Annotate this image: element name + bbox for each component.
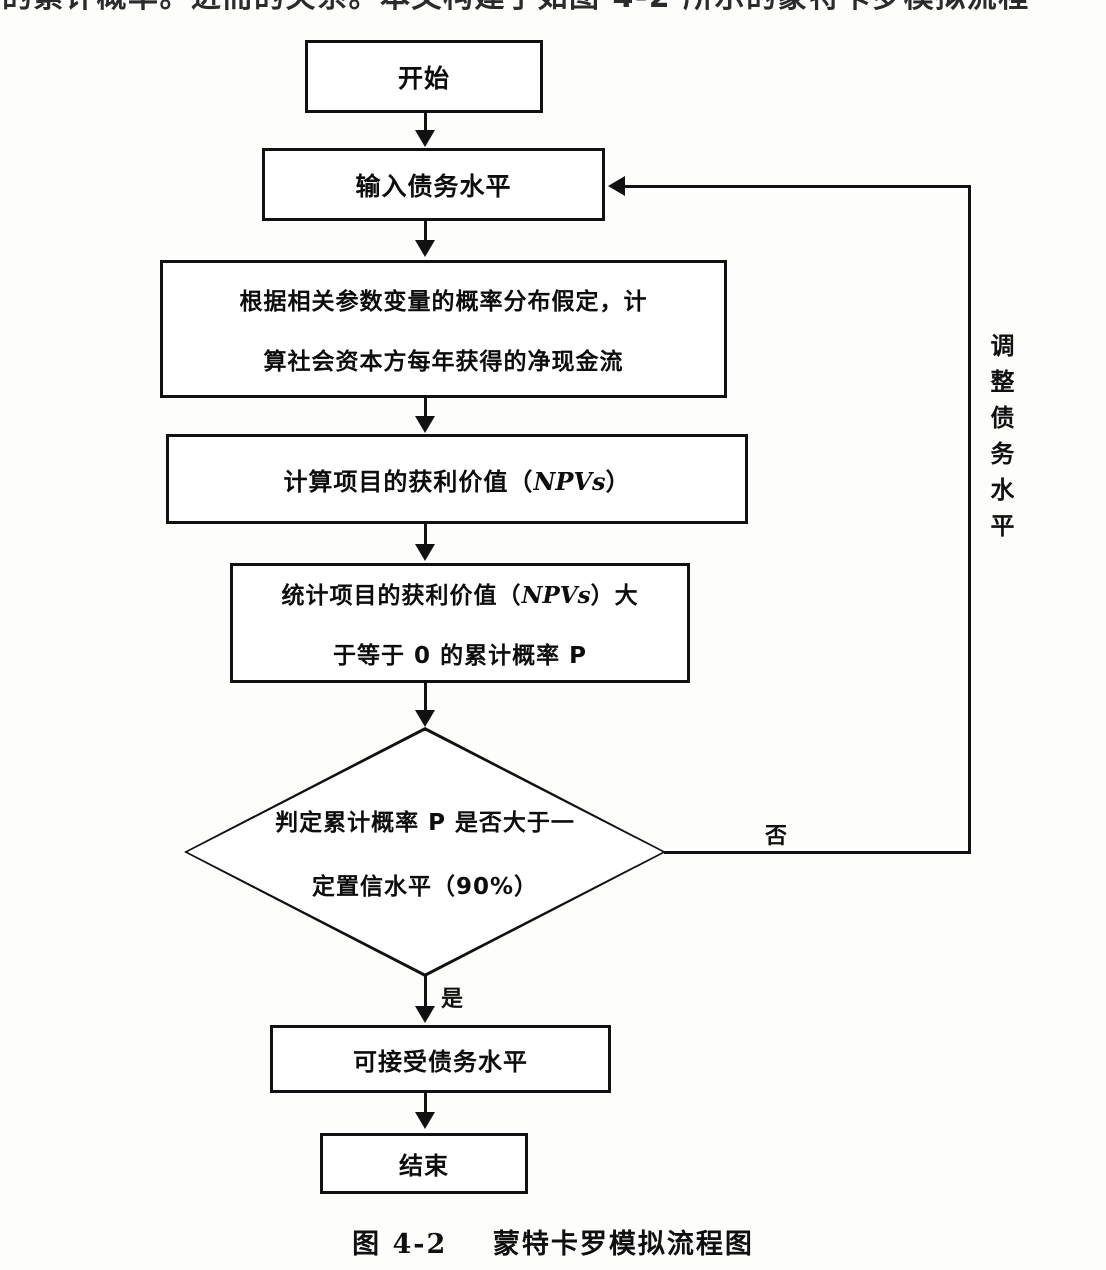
arrowhead-prob-to-decision (415, 710, 435, 727)
connector-no-vertical-rail (968, 185, 971, 854)
node-cumulative-probability-line-1: 统计项目的获利价值（NPVs）大 (281, 576, 638, 610)
arrowhead-feedback-into-input (608, 176, 625, 196)
clipped-header-text: 的累计概率。进而的关系。本文构建了如图 4-2 所示的蒙特卡罗模拟流程 (2, 0, 1106, 16)
connector-feedback-horizontal (625, 185, 971, 188)
node-end-label: 结束 (399, 1152, 449, 1180)
connector-accept-to-end (424, 1093, 427, 1115)
node-simulate-cashflow-line-2: 算社会资本方每年获得的净现金流 (263, 349, 624, 375)
arrowhead-yes-to-accept (415, 1006, 435, 1023)
node-decision-line-1: 判定累计概率 P 是否大于一 (275, 810, 575, 836)
figure-caption: 图 4-2 蒙特卡罗模拟流程图 (0, 1222, 1106, 1261)
edge-label-no: 否 (765, 824, 789, 849)
figure-caption-title: 蒙特卡罗模拟流程图 (492, 1229, 754, 1260)
node-calculate-npv-suffix: ） (605, 467, 631, 496)
arrowhead-simulate-to-npv (415, 416, 435, 433)
connector-npv-to-prob (424, 524, 427, 545)
edge-label-yes: 是 (441, 987, 465, 1012)
node-acceptable-debt-level-label: 可接受债务水平 (353, 1047, 528, 1076)
figure-caption-number: 图 4-2 (352, 1229, 448, 1260)
node-cumulative-probability-suffix: ）大 (590, 583, 639, 609)
node-calculate-npv-prefix: 计算项目的获利价值（ (283, 467, 534, 496)
arrowhead-input-to-simulate (415, 240, 435, 257)
node-start: 开始 (305, 40, 543, 113)
connector-yes-vertical (424, 975, 427, 1008)
node-simulate-cashflow: 根据相关参数变量的概率分布假定，计 算社会资本方每年获得的净现金流 (160, 260, 727, 398)
connector-input-to-simulate (424, 221, 427, 243)
node-cumulative-probability-line-2: 于等于 0 的累计概率 P (333, 643, 587, 669)
node-cumulative-probability-prefix: 统计项目的获利价值（ (281, 583, 522, 609)
clipped-header-text-strip: 的累计概率。进而的关系。本文构建了如图 4-2 所示的蒙特卡罗模拟流程 (0, 0, 1106, 22)
connector-no-horizontal (664, 851, 971, 854)
node-calculate-npv: 计算项目的获利价值（NPVs） (166, 434, 748, 524)
node-cumulative-probability: 统计项目的获利价值（NPVs）大 于等于 0 的累计概率 P (230, 563, 690, 683)
node-decision-confidence-level: 判定累计概率 P 是否大于一 定置信水平（90%） (184, 727, 666, 977)
node-end: 结束 (320, 1133, 528, 1194)
arrowhead-accept-to-end (415, 1112, 435, 1129)
node-input-debt-level: 输入债务水平 (262, 148, 605, 221)
node-start-label: 开始 (397, 63, 450, 93)
connector-start-to-input (424, 113, 427, 135)
arrowhead-npv-to-prob (415, 544, 435, 561)
node-calculate-npv-label: 计算项目的获利价值（NPVs） (283, 462, 630, 497)
node-simulate-cashflow-line-1: 根据相关参数变量的概率分布假定，计 (239, 289, 648, 315)
node-calculate-npv-italic: NPVs (533, 466, 606, 496)
edge-label-adjust-debt-level: 调整债务水平 (986, 333, 1014, 549)
node-decision-line-2: 定置信水平（90%） (311, 874, 539, 900)
node-cumulative-probability-italic: NPVs (521, 582, 591, 609)
node-decision-text: 判定累计概率 P 是否大于一 定置信水平（90%） (184, 727, 666, 977)
node-input-debt-level-label: 输入债务水平 (355, 171, 512, 201)
node-acceptable-debt-level: 可接受债务水平 (270, 1025, 611, 1093)
arrowhead-start-to-input (415, 130, 435, 147)
connector-prob-to-decision (424, 683, 427, 711)
connector-simulate-to-npv (424, 398, 427, 420)
